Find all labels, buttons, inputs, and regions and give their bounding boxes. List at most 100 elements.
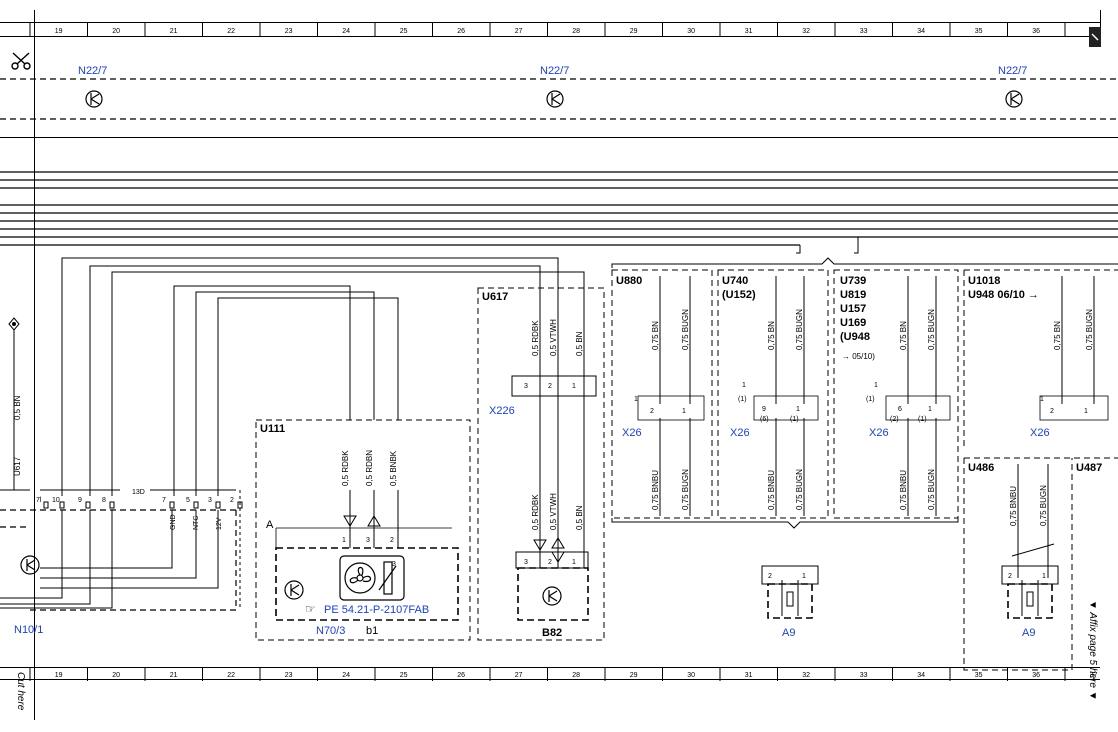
ruler-column-label: 31: [745, 28, 753, 35]
u880-block-wire-top-label: 0,75 BN: [651, 321, 660, 350]
pin-number: (1): [790, 416, 799, 423]
ruler-column-label: 20: [112, 672, 120, 679]
pin-number: 1: [682, 408, 686, 415]
ruler-column-label: 31: [745, 672, 753, 679]
pin-number: 8: [102, 497, 106, 504]
pin-number: 1: [1084, 408, 1088, 415]
ruler-column-label: 26: [457, 28, 465, 35]
pin-number: 6: [898, 406, 902, 413]
u617-wire-bottom-label: 0,5 RDBK: [531, 494, 540, 530]
pin-small-label: 12V: [216, 517, 223, 530]
u111-note[interactable]: PE 54.21-P-2107FAB: [324, 604, 429, 616]
n22-7-label: N22/7: [78, 65, 107, 77]
pin-number: 2: [1050, 408, 1054, 415]
transistor-icon: [1005, 90, 1023, 108]
u739-line: U169: [840, 317, 866, 329]
u880-block-wire-top-label: 0,75 BUGN: [681, 309, 690, 350]
pin-number: 3: [524, 383, 528, 390]
cut-here-label: Cut here: [15, 672, 26, 711]
pin-number: 13D: [132, 489, 145, 496]
ruler-column-label: 36: [1032, 28, 1040, 35]
ruler-column-label: 23: [285, 28, 293, 35]
u111-wire-label: 0,5 RDBN: [365, 450, 374, 486]
pin-number: 1: [1040, 396, 1044, 403]
reference-hand-icon: ☞: [305, 602, 316, 616]
x26-u739: X26: [869, 427, 889, 439]
pin-number: 9: [762, 406, 766, 413]
ruler-column-label: 29: [630, 28, 638, 35]
u880-title: U880: [616, 275, 642, 287]
u740-block-wire-bottom-label: 0,75 BNBU: [767, 470, 776, 510]
page-corner-icon: [1089, 27, 1101, 47]
pin-number: (6): [760, 416, 769, 423]
a9-label: A9: [782, 627, 795, 639]
pin-number: 2: [230, 497, 234, 504]
u740-block-wire-top-label: 0,75 BN: [767, 321, 776, 350]
u617-wire-bottom-label: 0,5 VTWH: [549, 493, 558, 530]
pin-number: 2: [390, 537, 394, 544]
n70-3-label: N70/3: [316, 625, 345, 637]
u486-wire-label: 0,75 BUGN: [1039, 485, 1048, 526]
pin-number: 5: [186, 497, 190, 504]
a9-label: A9: [1022, 627, 1035, 639]
transistor-icon: [85, 90, 103, 108]
x26-u880: X26: [622, 427, 642, 439]
pin-number: 2: [548, 559, 552, 566]
pin-number: 2: [548, 383, 552, 390]
pin-number: 2: [1008, 573, 1012, 580]
n10-1-label: N10/1: [14, 624, 43, 636]
pin-number: 1: [342, 537, 346, 544]
pin-number: (1): [866, 396, 875, 403]
ruler-column-label: 23: [285, 672, 293, 679]
u1018-sub: U948 06/10 →: [968, 289, 1039, 301]
pin-number: 7l: [36, 497, 42, 504]
pin-number: 1: [874, 382, 878, 389]
ruler-column-label: 28: [572, 672, 580, 679]
ruler-column-label: 28: [572, 28, 580, 35]
ruler-column-label: 32: [802, 28, 810, 35]
ruler-column-label: 25: [400, 672, 408, 679]
ruler-column-label: 21: [170, 672, 178, 679]
u617-title: U617: [482, 291, 508, 303]
pin-number: (1): [738, 396, 747, 403]
ruler-column-label: 22: [227, 672, 235, 679]
ruler-column-label: 34: [917, 672, 925, 679]
pin-number: 1: [802, 573, 806, 580]
ruler-column-label: 36: [1032, 672, 1040, 679]
pin-number: 1: [796, 406, 800, 413]
pin-number: 1: [742, 382, 746, 389]
x26-u1018: X26: [1030, 427, 1050, 439]
b82-label: B82: [542, 627, 562, 639]
pin-number: 10: [52, 497, 60, 504]
ruler-column-label: 24: [342, 28, 350, 35]
ruler-column-label: 24: [342, 672, 350, 679]
left-u617-label: U617: [13, 456, 22, 476]
ruler-column-label: 25: [400, 28, 408, 35]
u739-arrow: → 05/10): [842, 352, 875, 361]
ruler-column-label: 34: [917, 28, 925, 35]
ruler-column-label: 37: [1090, 672, 1098, 679]
u1018-title: U1018: [968, 275, 1000, 287]
ruler-column-label: 35: [975, 672, 983, 679]
u880-block-wire-bottom-label: 0,75 BNBU: [651, 470, 660, 510]
left-wire-label: 0,5 BN: [13, 395, 22, 420]
u1018-block-wire-top-label: 0,75 BN: [1053, 321, 1062, 350]
pin-number: (1): [918, 416, 927, 423]
ruler-column-label: 30: [687, 28, 695, 35]
transistor-icon: [284, 580, 304, 600]
pin-number: 3: [366, 537, 370, 544]
scissors-icon: [11, 52, 31, 70]
pin-number: 1: [634, 396, 638, 403]
pin-number: 3: [208, 497, 212, 504]
u111-marker: A: [266, 519, 274, 531]
ruler-column-label: 30: [687, 672, 695, 679]
b1-label: b1: [366, 625, 378, 637]
